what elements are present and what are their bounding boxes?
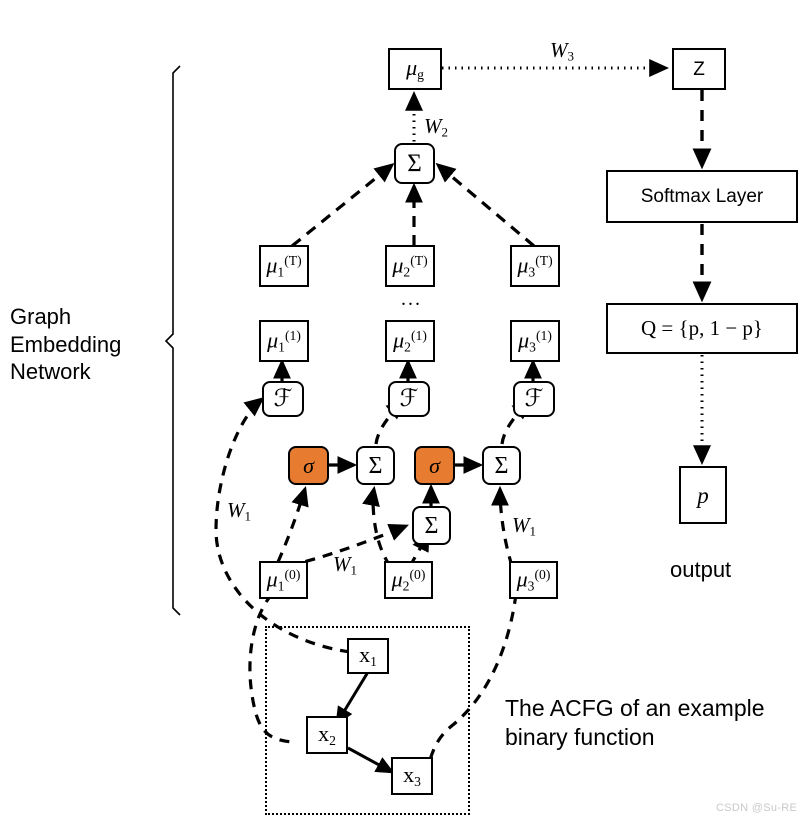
node-sum-B: Σ [482, 446, 521, 485]
edge-mu03-to-sumB [491, 485, 514, 567]
node-x1: x1 [347, 638, 389, 674]
output-label: output [670, 557, 732, 582]
node-mu-T-2-text: μ2(T) [392, 252, 428, 279]
edge-muT1-to-sumtop [290, 162, 395, 248]
node-mu-1-0-text: μ1(0) [266, 566, 301, 593]
node-mu-1-0: μ1(0) [259, 561, 308, 599]
node-sigma-2-text: σ [429, 452, 440, 478]
node-sigma-1: σ [288, 446, 329, 485]
node-mu-2-1-text: μ2(1) [393, 327, 427, 354]
node-F-3: ℱ [513, 381, 555, 417]
node-x2-text: x2 [318, 720, 336, 748]
node-mu-1-1: μ1(1) [259, 320, 309, 362]
graph-embedding-bracket [164, 65, 181, 616]
node-sum-A-text: Σ [368, 452, 383, 479]
node-F-1: ℱ [262, 381, 304, 417]
node-mu-3-0: μ3(0) [509, 561, 558, 599]
node-p: p [679, 466, 727, 524]
node-q: Q = {p, 1 − p} [606, 303, 798, 354]
node-q-text: Q = {p, 1 − p} [640, 316, 763, 340]
edge-muT3-to-sumtop [435, 162, 536, 248]
node-x1-text: x1 [359, 641, 377, 669]
edge-label-w3: W3 [550, 38, 575, 64]
node-sum-C-text: Σ [424, 512, 439, 539]
edge-mu02-to-sumA [362, 485, 392, 567]
vertical-ellipsis: ... [401, 288, 422, 310]
node-x2: x2 [306, 716, 348, 754]
node-sum-C: Σ [412, 506, 451, 545]
node-mu-T-3: μ3(T) [510, 245, 560, 287]
node-sum-A: Σ [356, 446, 395, 485]
edge-label-w2: W2 [424, 114, 449, 140]
node-mu-T-3-text: μ3(T) [517, 252, 553, 279]
node-sigma-2: σ [414, 446, 455, 485]
node-mu-g-text: μg [406, 54, 424, 82]
node-z-text: Z [693, 58, 705, 80]
node-sum-top: Σ [394, 143, 435, 184]
node-mu-2-0-text: μ2(0) [391, 566, 426, 593]
node-F-3-text: ℱ [524, 386, 544, 412]
node-softmax-layer: Softmax Layer [606, 170, 798, 223]
node-z: Z [672, 48, 726, 90]
node-p-text: p [697, 482, 709, 508]
node-sum-B-text: Σ [494, 452, 509, 479]
node-mu-1-1-text: μ1(1) [267, 327, 301, 354]
node-F-1-text: ℱ [273, 386, 293, 412]
node-mu-2-0: μ2(0) [384, 561, 433, 599]
node-mu-2-1: μ2(1) [385, 320, 435, 362]
node-mu-T-2: μ2(T) [385, 245, 435, 287]
node-mu-T-1-text: μ1(T) [266, 252, 302, 279]
edge-acfg-to-F1 [214, 396, 351, 654]
node-sum-top-text: Σ [407, 150, 422, 177]
node-x3: x3 [391, 757, 433, 795]
node-mu-g: μg [388, 48, 442, 90]
edge-label-w1-left: W1 [227, 498, 252, 524]
edge-label-w1-middle: W1 [333, 552, 358, 578]
watermark: CSDN @Su-RE [716, 802, 798, 814]
acfg-region-box [265, 626, 470, 815]
graph-embedding-network-label: Graph Embedding Network [10, 304, 122, 384]
node-mu-T-1: μ1(T) [259, 245, 309, 287]
node-mu-3-1: μ3(1) [510, 320, 560, 362]
node-F-2-text: ℱ [399, 386, 419, 412]
node-mu-3-0-text: μ3(0) [516, 566, 551, 593]
node-x3-text: x3 [403, 761, 421, 789]
node-softmax-layer-text: Softmax Layer [640, 186, 764, 207]
edge-mu01-to-sigma1 [276, 485, 309, 563]
node-sigma-1-text: σ [303, 452, 314, 478]
node-mu-3-1-text: μ3(1) [518, 327, 552, 354]
edge-label-w1-right: W1 [512, 513, 537, 539]
node-F-2: ℱ [388, 381, 430, 417]
acfg-caption: The ACFG of an example binary function [505, 695, 765, 750]
